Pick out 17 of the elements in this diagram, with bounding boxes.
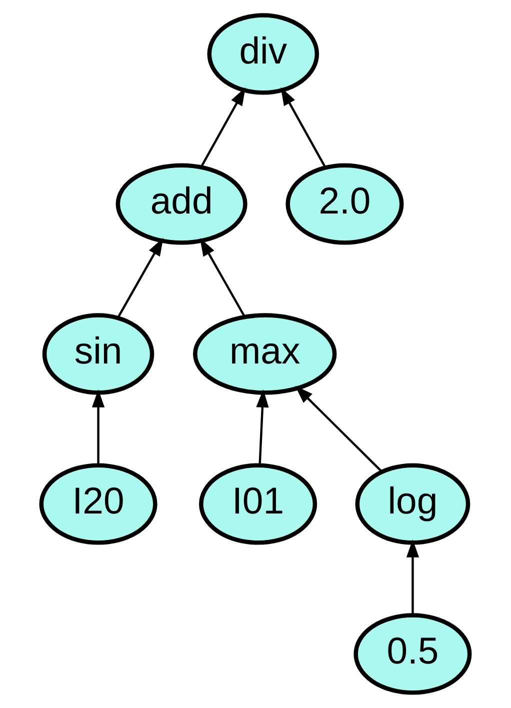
arrow [280,87,326,168]
arrow [200,238,246,318]
node-ellipse: 2.0 [286,163,404,245]
arrow [256,389,269,466]
arrow [117,238,164,318]
node-ellipse: I01 [199,463,318,545]
node-ellipse: add [116,163,248,245]
node-ellipse: 0.5 [354,613,472,695]
node-ellipse: I20 [39,463,158,545]
node-ellipse: max [193,313,337,395]
arrow [200,87,246,168]
arrow [92,389,105,466]
node-ellipse: sin [42,313,154,395]
node-ellipse: log [355,463,470,545]
node-ellipse: div [207,13,320,95]
arrow [295,386,383,473]
arrow [406,539,420,616]
